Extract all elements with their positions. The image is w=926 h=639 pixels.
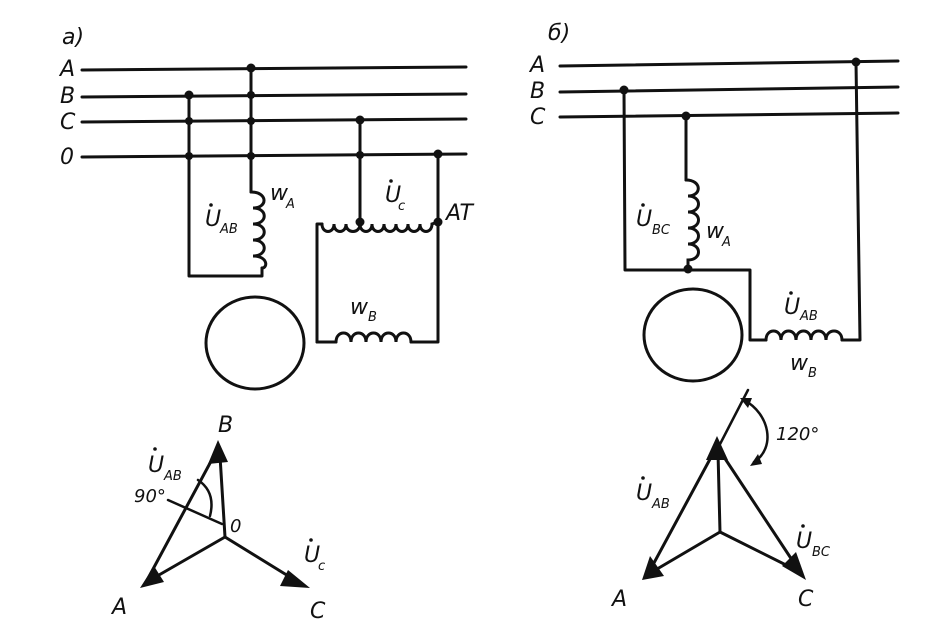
bus-0-label: 0 xyxy=(60,145,74,170)
bus-b-line xyxy=(80,92,468,99)
bus-a-label: A xyxy=(58,57,75,82)
vec-angle-label: 120° xyxy=(776,424,819,445)
w-b-label: w xyxy=(790,351,809,376)
vector-uab xyxy=(143,450,218,586)
vec-uc-label: U xyxy=(304,543,320,568)
bus-c-line xyxy=(558,111,900,119)
u-bc-sub: BC xyxy=(652,223,671,238)
u-c-label: U xyxy=(385,183,401,208)
u-bc-label: U xyxy=(636,207,652,232)
wire-0-right xyxy=(409,152,440,344)
vector-ubc xyxy=(716,446,802,574)
w-a-sub: A xyxy=(721,235,731,250)
vec-b-label: B xyxy=(218,413,233,438)
panel-a: а) A B C 0 U AB w A xyxy=(58,25,474,624)
coil-at-right xyxy=(358,220,440,233)
dot-accent xyxy=(389,179,393,183)
arc-arrow xyxy=(740,398,752,408)
w-b-sub: B xyxy=(368,310,377,325)
u-ab-sub: AB xyxy=(219,222,238,237)
vector-uab xyxy=(646,446,718,576)
motor-symbol xyxy=(642,287,744,383)
dot-accent xyxy=(309,538,313,542)
w-a-sub: A xyxy=(285,197,295,212)
panel-b: б) A B C U BC w A U AB w B xyxy=(528,21,900,612)
bus-c-line xyxy=(80,117,468,124)
dot-accent xyxy=(153,447,157,451)
bus-c-label: C xyxy=(60,110,76,135)
vector-0b xyxy=(218,454,227,539)
coil-wb xyxy=(764,329,844,342)
vec-c-label: C xyxy=(310,599,326,624)
arrowhead-a xyxy=(140,566,164,588)
vector-diagram-a: B A C 0 U AB 90° U c xyxy=(110,413,326,624)
wire-at-left xyxy=(315,222,324,344)
vec-uab-sub: AB xyxy=(163,469,182,484)
vec-c-label: C xyxy=(798,587,814,612)
vector-0a xyxy=(650,530,722,574)
bus-c-label: C xyxy=(530,105,546,130)
arrowhead-a xyxy=(642,556,664,580)
angle-arc xyxy=(742,398,769,464)
vec-uab-label: U xyxy=(636,481,652,506)
wire-uab-loop xyxy=(187,93,264,278)
vec-a-label: A xyxy=(110,595,127,620)
vec-uab-sub: AB xyxy=(651,497,670,512)
arrowhead-b xyxy=(208,440,228,464)
angle-arc xyxy=(196,478,213,518)
w-a-label: w xyxy=(706,219,725,244)
w-b-label: w xyxy=(350,295,369,320)
vector-diagram-b: A C U AB U BC 120° xyxy=(610,388,831,612)
vector-0c xyxy=(718,530,798,572)
dot-accent xyxy=(641,476,645,480)
arc-arrow xyxy=(750,454,762,466)
dot-accent xyxy=(789,291,793,295)
bus-b-label: B xyxy=(60,84,75,109)
u-ab-label: U xyxy=(205,207,221,232)
vec-uab-label: U xyxy=(148,453,164,478)
bus-b-line xyxy=(558,85,900,94)
vec-a-label: A xyxy=(610,587,627,612)
vec-o-label: 0 xyxy=(230,516,241,537)
bus-a-label: A xyxy=(528,53,545,78)
u-ab-sub: AB xyxy=(799,309,818,324)
arrowhead-c xyxy=(782,552,806,580)
junction-dot xyxy=(355,217,365,227)
at-label: AT xyxy=(444,201,474,226)
coil-at-left xyxy=(320,222,362,233)
vec-uc-sub: c xyxy=(318,559,325,574)
bus-0-line xyxy=(80,152,468,159)
wire-b-loop xyxy=(622,88,768,342)
panel-a-label: а) xyxy=(62,25,84,50)
dot-accent xyxy=(641,203,645,207)
angle-leader xyxy=(166,498,224,526)
vec-angle-label: 90° xyxy=(134,486,166,507)
u-c-sub: c xyxy=(398,199,405,214)
wire-a-down xyxy=(840,60,862,342)
coil-wa xyxy=(249,190,268,270)
vector-0b xyxy=(716,450,722,534)
arrowhead-c xyxy=(280,570,310,588)
w-b-sub: B xyxy=(808,366,817,381)
coil-wa xyxy=(684,178,700,271)
w-a-label: w xyxy=(270,181,289,206)
u-ab-label: U xyxy=(784,295,800,320)
bus-a-line xyxy=(558,59,900,68)
bus-a-line xyxy=(80,65,468,72)
bus-b-label: B xyxy=(530,79,545,104)
vec-ubc-sub: BC xyxy=(812,545,831,560)
vector-0a xyxy=(150,535,227,581)
vec-ubc-label: U xyxy=(796,529,812,554)
coil-wb xyxy=(334,331,413,344)
panel-b-label: б) xyxy=(548,21,570,46)
motor-symbol xyxy=(204,295,306,391)
dot-accent xyxy=(209,203,213,207)
dot-accent xyxy=(801,524,805,528)
